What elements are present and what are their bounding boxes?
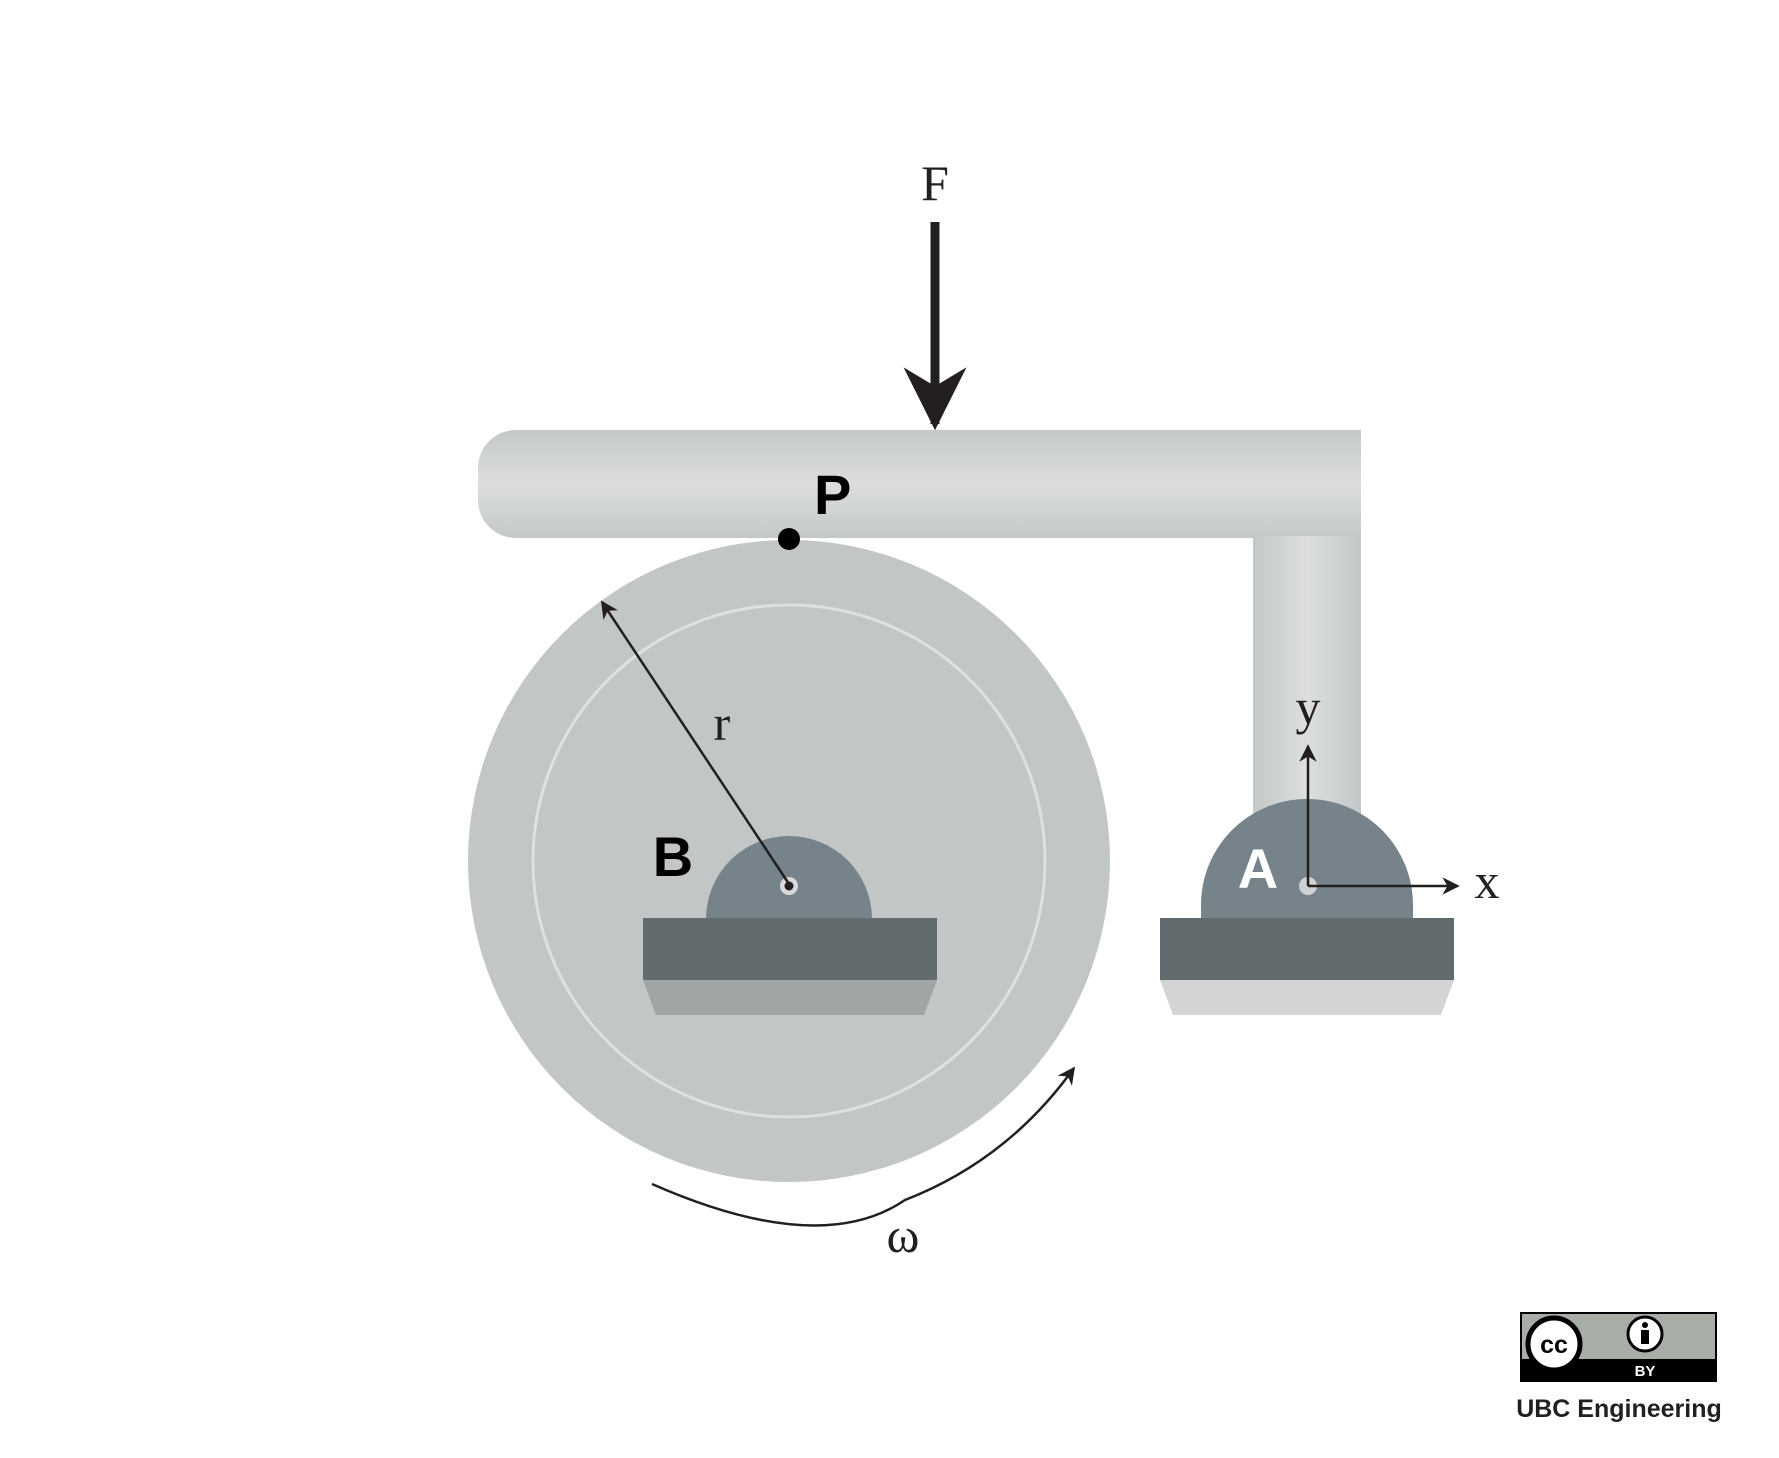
radius-label: r (714, 695, 731, 751)
cc-by-label: BY (1635, 1363, 1656, 1380)
y-axis-label: y (1296, 679, 1321, 735)
cc-icon (1525, 1315, 1583, 1373)
force-label: F (921, 155, 949, 211)
credit-text: UBC Engineering (1516, 1395, 1722, 1423)
coordinate-axes: y x (1296, 679, 1500, 909)
support-a-shadow (1160, 980, 1454, 1015)
support-b-label: B (653, 825, 693, 888)
support-b (643, 836, 937, 1015)
point-p-marker (778, 528, 800, 550)
l-shaped-arm (478, 430, 1361, 836)
pin-b-inner (784, 881, 794, 891)
point-p-label: P (814, 463, 851, 526)
cc-by-license-badge: cc BY (1520, 1312, 1717, 1382)
support-b-base (643, 918, 937, 980)
support-a-label: A (1238, 837, 1278, 900)
arm-horizontal (478, 430, 1361, 538)
support-a-base (1160, 918, 1454, 980)
wheel-inner-ring (531, 603, 1047, 1119)
support-a (1160, 799, 1454, 1015)
support-b-shadow (643, 980, 937, 1015)
angular-velocity-label: ω (887, 1207, 920, 1263)
cc-icon-text: cc (1540, 1331, 1568, 1359)
x-axis-label: x (1475, 853, 1500, 909)
radius-arrow (600, 600, 791, 885)
angular-velocity-arrow (651, 1066, 1076, 1227)
person-icon (1626, 1315, 1664, 1353)
